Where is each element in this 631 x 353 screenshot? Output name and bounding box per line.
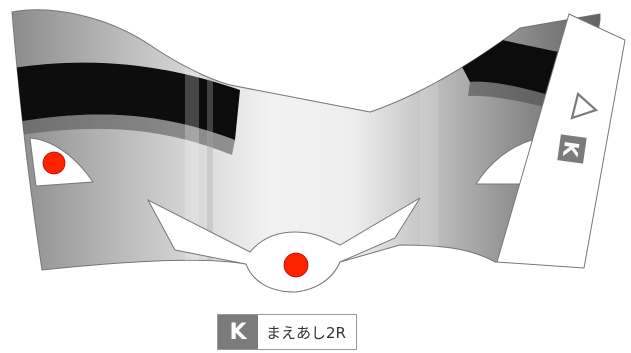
piece-name: まえあし2R bbox=[266, 323, 346, 342]
marker-bottom bbox=[283, 252, 309, 278]
piece-label: K まえあし2R bbox=[217, 314, 357, 350]
bottom-notch-cutout bbox=[146, 197, 421, 293]
tab-key-badge: K bbox=[557, 134, 587, 164]
play-triangle-icon bbox=[570, 91, 599, 120]
marker-left bbox=[42, 151, 66, 175]
eye-cutout-left bbox=[29, 137, 94, 187]
side-tab[interactable]: K bbox=[496, 13, 626, 269]
piece-key-badge: K bbox=[218, 315, 258, 349]
tab-key-letter: K bbox=[558, 140, 584, 160]
